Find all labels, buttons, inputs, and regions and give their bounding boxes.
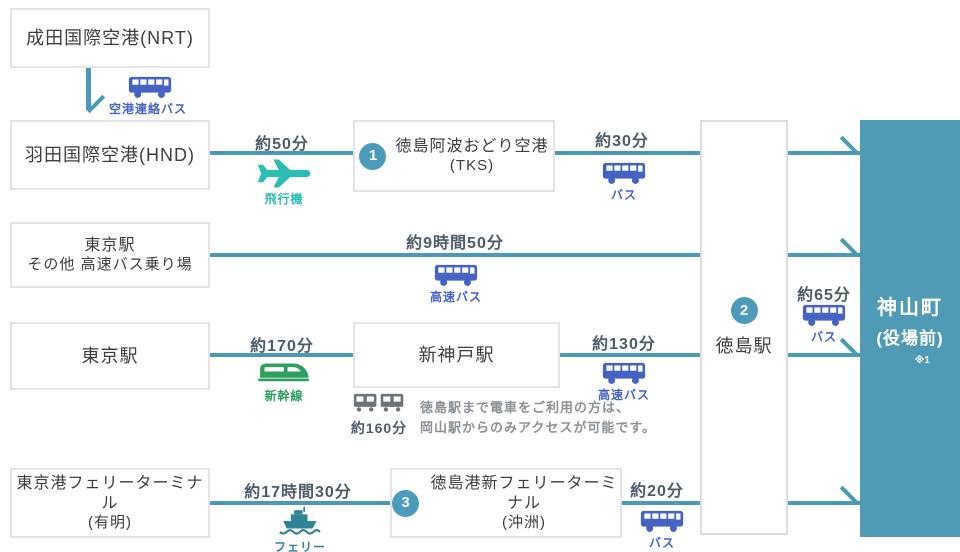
bus-icon (128, 74, 172, 99)
node-sublabel: (有明) (88, 513, 132, 531)
node-label: 徳島港新フェリーターミナル (430, 474, 618, 512)
connector-port-tokushima (622, 501, 700, 505)
mode-label-ferry: フェリー (273, 540, 327, 552)
mode-label-airport-bus: 空港連絡バス (108, 102, 188, 116)
train-icon (353, 392, 405, 413)
node-label: 東京駅 (84, 236, 136, 254)
node-tokyo-station: 東京駅 (10, 322, 210, 390)
node-label: 東京港フェリーターミナル (16, 474, 204, 512)
mode-label-highway-bus: 高速バス (597, 388, 651, 402)
node-tokushima-port: 3 徳島港新フェリーターミナル (沖洲) (390, 468, 622, 538)
bus-icon (434, 262, 478, 287)
duration-shinkobe-tokushima: 約130分 (592, 336, 656, 353)
node-tokushima-airport: 1 徳島阿波おどり空港 (TKS) (353, 120, 555, 192)
bus-icon (640, 508, 684, 533)
mode-label-bus: バス (648, 536, 676, 550)
duration-haneda-tks: 約50分 (255, 136, 309, 153)
connector-tokyo-shinkobe (210, 353, 353, 357)
connector-tokushima-kamiyama-2 (788, 253, 860, 257)
node-sublabel: (TKS) (449, 156, 495, 174)
node-kamiyama-town: 神山町 (役場前) ※1 (860, 120, 960, 537)
node-label: 新神戸駅 (418, 344, 495, 365)
node-label: 羽田国際空港(HND) (25, 144, 195, 165)
node-sublabel: その他 高速バス乗り場 (27, 255, 193, 273)
bus-icon (602, 360, 646, 385)
bus-icon (602, 160, 646, 185)
connector-tks-tokushima (555, 151, 700, 155)
node-label: 徳島駅 (715, 336, 773, 356)
node-sublabel: (沖洲) (502, 513, 546, 531)
connector-ferryterminal-port (210, 501, 392, 505)
connector-tokushima-kamiyama-4 (788, 501, 860, 505)
mode-label-shinkansen: 新幹線 (264, 389, 304, 403)
node-label: 神山町 (877, 297, 943, 319)
duration-tokushima-kamiyama: 約65分 (797, 287, 851, 304)
step-badge-2: 2 (730, 297, 758, 324)
duration-port-tokushima: 約20分 (630, 483, 684, 500)
connector-tokushima-kamiyama-3 (788, 353, 860, 357)
train-note-line1: 徳島駅まで電車をご利用の方は、 (420, 400, 631, 415)
step-badge-1: 1 (359, 142, 387, 170)
ferry-icon (278, 506, 322, 536)
mode-label-bus: バス (810, 330, 838, 344)
connector-tokyobus-tokushima (210, 253, 700, 257)
mode-label-flight: 飛行機 (264, 192, 304, 206)
step-badge-3: 3 (392, 489, 419, 517)
node-label: 徳島阿波おどり空港 (395, 137, 549, 155)
duration-tks-tokushima: 約30分 (595, 133, 649, 150)
node-label: 成田国際空港(NRT) (26, 27, 194, 48)
connector-shinkobe-tokushima (560, 353, 700, 357)
node-sublabel: (役場前) (876, 329, 944, 348)
mode-label-bus: バス (610, 188, 638, 202)
mode-label-highway-bus: 高速バス (429, 290, 483, 304)
node-haneda-airport: 羽田国際空港(HND) (10, 120, 210, 190)
node-tokushima-station: 2 徳島駅 (700, 120, 788, 535)
duration-tokyobus-tokushima: 約9時間50分 (406, 235, 504, 252)
node-tokyo-ferry-terminal: 東京港フェリーターミナル (有明) (10, 468, 210, 538)
train-note-line2: 岡山駅からのみアクセスが可能です。 (420, 420, 657, 435)
connector-narita-haneda (86, 68, 91, 110)
duration-train: 約160分 (350, 420, 408, 436)
shinkansen-icon (257, 360, 311, 383)
node-tokyo-highway-bus: 東京駅 その他 高速バス乗り場 (10, 222, 210, 288)
duration-ferry-port: 約17時間30分 (244, 484, 352, 501)
node-label: 東京駅 (81, 345, 139, 366)
node-shin-kobe-station: 新神戸駅 (353, 322, 560, 388)
bus-icon (802, 302, 846, 327)
connector-haneda-tks (210, 151, 353, 155)
duration-tokyo-shinkobe: 約170分 (250, 338, 314, 355)
airplane-icon (256, 156, 312, 191)
node-narita-airport: 成田国際空港(NRT) (10, 8, 210, 68)
connector-tokushima-kamiyama-1 (788, 151, 860, 155)
footnote-marker: ※1 (914, 355, 930, 366)
